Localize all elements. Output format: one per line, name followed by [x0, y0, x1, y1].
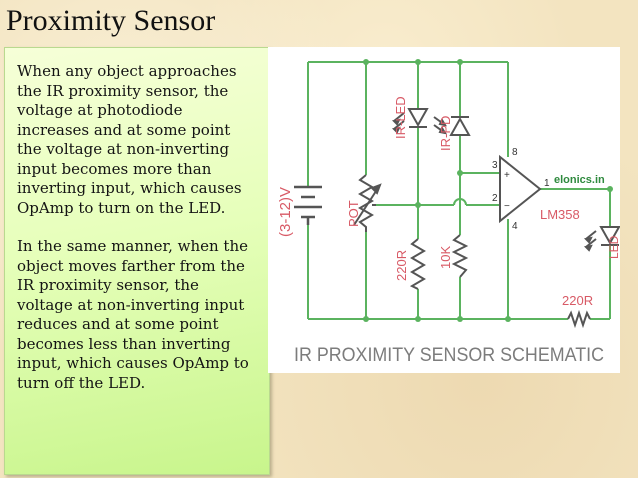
pin-8-label: 8	[512, 147, 518, 158]
ir-pd-symbol	[433, 116, 471, 136]
opamp-plus-sign: +	[504, 170, 510, 181]
pin-2-label: 2	[492, 193, 498, 204]
ir-led-label: IR-LED	[393, 96, 408, 139]
ir-led-symbol	[391, 108, 429, 134]
description-textbox: When any object approaches the IR proxim…	[4, 47, 270, 475]
elonics-watermark: elonics.in	[554, 174, 605, 186]
wires	[307, 61, 611, 320]
output-led-symbol	[583, 226, 620, 252]
pin-4-label: 4	[512, 221, 518, 232]
resistor-220r-label: 220R	[394, 250, 409, 281]
ir-pd-label: IR-PD	[438, 116, 453, 151]
resistor-10k-label: 10K	[438, 246, 453, 269]
schematic-caption: IR PROXIMITY SENSOR SCHEMATIC	[294, 345, 604, 366]
resistor-220r-symbol	[409, 238, 426, 290]
description-paragraph-2: In the same manner, when the object move…	[17, 237, 249, 392]
junction-dots	[363, 59, 613, 322]
supply-voltage-label: (3-12)V	[277, 187, 294, 237]
description-paragraph-1: When any object approaches the IR proxim…	[17, 62, 242, 217]
battery-symbol	[294, 185, 322, 225]
opamp-symbol	[499, 154, 542, 224]
pin-1-label: 1	[544, 178, 550, 189]
resistor-220r-output-label: 220R	[562, 293, 593, 308]
pin-3-label: 3	[492, 160, 498, 171]
output-led-label: LED	[607, 235, 620, 259]
resistor-220r-output-symbol	[567, 309, 591, 329]
resistor-10k-symbol	[451, 234, 469, 278]
pot-symbol	[353, 174, 382, 232]
pot-label: POT	[346, 200, 361, 227]
opamp-minus-sign: −	[504, 201, 510, 212]
slide-title: Proximity Sensor	[6, 4, 216, 37]
opamp-label: LM358	[540, 207, 580, 222]
circuit-schematic-image: (3-12)V POT IR-LED IR-PD 220R 10K 220R L…	[268, 47, 620, 373]
